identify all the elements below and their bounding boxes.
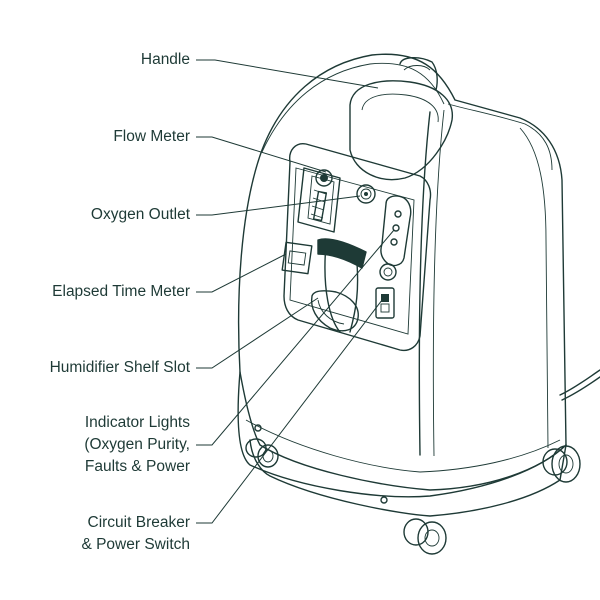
casters (245, 438, 581, 555)
leader-circuit-breaker (196, 299, 383, 524)
leader-flow-meter (196, 136, 327, 173)
elapsed-time-meter-shape (281, 241, 313, 275)
front-panel (283, 143, 432, 352)
label-handle: Handle (140, 51, 190, 68)
concentrator-body (237, 53, 567, 517)
label-indicator-lights: Indicator Lights (Oxygen Purity, Faults … (84, 414, 190, 475)
leader-humidifier-shelf-slot (196, 297, 319, 369)
screw-left (254, 424, 262, 432)
label-elapsed-time-meter: Elapsed Time Meter (52, 283, 190, 300)
indicator-lights-shape (380, 195, 412, 267)
flow-meter-shape (297, 167, 341, 233)
leader-handle (196, 59, 379, 89)
label-humidifier-shelf-slot: Humidifier Shelf Slot (49, 359, 190, 376)
power-switch-shape (375, 263, 397, 319)
leader-elapsed-time-meter (196, 253, 287, 293)
screw-right (380, 496, 388, 504)
label-flow-meter: Flow Meter (113, 128, 190, 145)
oxygen-outlet-shape (356, 184, 376, 204)
leader-lines (196, 59, 395, 524)
power-cord (559, 369, 600, 396)
handle-shape (349, 57, 453, 181)
leader-indicator-lights (196, 229, 395, 446)
label-circuit-breaker: Circuit Breaker & Power Switch (81, 514, 190, 553)
label-oxygen-outlet: Oxygen Outlet (90, 206, 190, 223)
leader-oxygen-outlet (196, 195, 361, 216)
